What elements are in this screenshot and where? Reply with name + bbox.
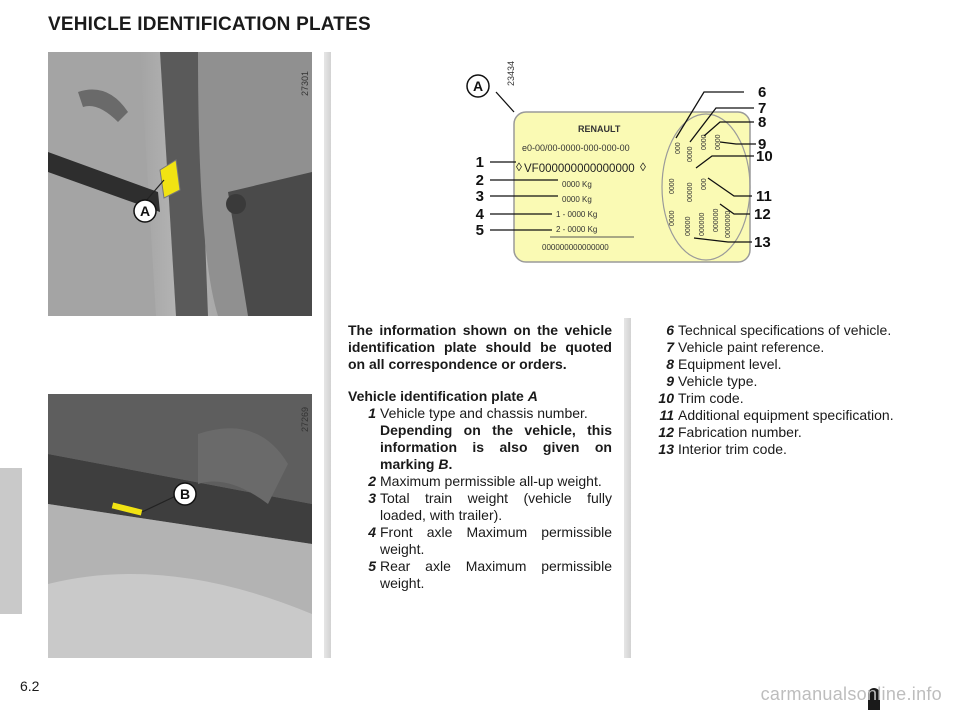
- watermark: carmanualsonline.info: [760, 684, 942, 704]
- corner-mark: [868, 688, 880, 710]
- engine-bay-photo: B: [48, 394, 312, 658]
- plate-vcode-7: 000: [701, 178, 708, 190]
- intro-paragraph: The information shown on the vehicle ide…: [348, 322, 612, 372]
- plate-vcode-4: 0000: [715, 134, 722, 150]
- list-item: 5 Rear axle Maximum permissible weight.: [368, 558, 612, 591]
- plate-vcode-2: 0000: [687, 146, 694, 162]
- plate-vcode-8: 0000: [669, 210, 676, 226]
- door-pillar-photo: A: [48, 52, 312, 316]
- plate-vcode-5: 0000: [669, 178, 676, 194]
- plate-diagram-ref: 23434: [506, 60, 516, 86]
- plate-vin-left-mark: ◊: [516, 160, 522, 174]
- plate-a-heading: Vehicle identification plate A: [348, 388, 538, 404]
- plate-number-13: 13: [754, 234, 771, 251]
- list-item: 1 Vehicle type and chassis number. Depen…: [368, 405, 612, 472]
- plate-number-12: 12: [754, 206, 771, 223]
- plate-vcode-6: 00000: [687, 182, 694, 202]
- plate-weight-1: 0000 Kg: [562, 180, 592, 189]
- plate-number-2: 2: [476, 172, 484, 189]
- chapter-tab: [0, 468, 22, 614]
- plate-number-5: 5: [476, 222, 484, 239]
- middle-text-column: The information shown on the vehicle ide…: [348, 322, 612, 592]
- plate-number-1: 1: [476, 154, 484, 171]
- identification-plate-diagram: RENAULT e0-00/00-0000-000-000-00 ◊ VF000…: [458, 54, 788, 309]
- list-item: 3 Total train weight (vehicle fully load…: [368, 490, 612, 523]
- plate-vcode-11: 000000: [713, 209, 720, 232]
- marking-b-note: Depending on the vehicle, this informati…: [380, 422, 612, 472]
- plate-weight-4: 2 - 0000 Kg: [556, 225, 597, 234]
- list-item: 4 Front axle Maximum permissible weight.: [368, 524, 612, 557]
- plate-vin-right-mark: ◊: [640, 160, 646, 174]
- plate-vcode-9: 00000: [685, 216, 692, 236]
- page-title: VEHICLE IDENTIFICATION PLATES: [48, 14, 371, 35]
- column-divider-right: [624, 318, 631, 658]
- plate-vcode-3: 0000: [701, 134, 708, 150]
- plate-number-7: 7: [758, 100, 766, 117]
- plate-number-6: 6: [758, 84, 766, 101]
- plate-number-8: 8: [758, 114, 766, 131]
- door-callout-label: A: [140, 203, 150, 219]
- plate-callout-label: A: [473, 78, 483, 94]
- plate-bottom-line: 000000000000000: [542, 243, 609, 252]
- plate-weight-3: 1 - 0000 Kg: [556, 210, 597, 219]
- engine-callout-label: B: [180, 486, 190, 502]
- plate-approval-line: e0-00/00-0000-000-000-00: [522, 143, 630, 153]
- plate-brand: RENAULT: [578, 124, 621, 134]
- list-item: 2 Maximum permissible all-up weight.: [368, 473, 602, 489]
- plate-weight-2: 0000 Kg: [562, 195, 592, 204]
- plate-number-10: 10: [756, 148, 773, 165]
- plate-number-4: 4: [476, 206, 485, 223]
- plate-number-9: 9: [758, 136, 766, 153]
- door-photo-ref: 27301: [300, 70, 310, 96]
- plate-vcode-12: 0000000: [725, 211, 732, 238]
- plate-oval: [661, 113, 751, 261]
- plate-number-11: 11: [756, 188, 772, 205]
- column-divider-left: [324, 52, 331, 658]
- plate-vin: VF000000000000000: [524, 163, 635, 175]
- plate-vcode-10: 000000: [699, 213, 706, 236]
- plate-number-3: 3: [476, 188, 484, 205]
- page-number: 6.2: [20, 678, 40, 694]
- engine-photo-ref: 27269: [300, 406, 310, 432]
- plate-vcode-1: 000: [675, 142, 682, 154]
